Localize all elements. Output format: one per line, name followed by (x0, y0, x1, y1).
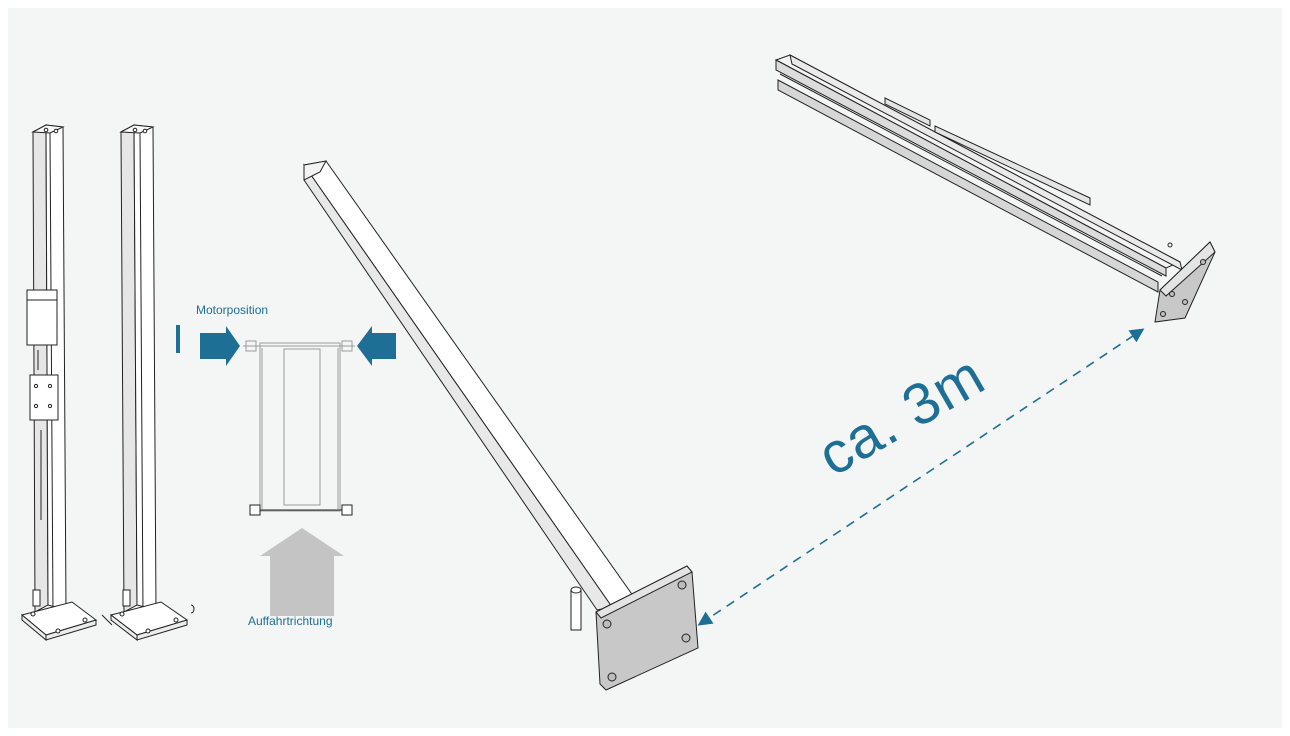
drive-direction-label: Auffahrtrichtung (248, 614, 333, 628)
rail-assembly (774, 54, 1216, 323)
post-left-plain (109, 124, 195, 642)
diagram-svg (20, 54, 1216, 691)
marker-bar (176, 325, 180, 353)
diagram-canvas: Motorposition Auffahrtrichtung ca. 3m (8, 8, 1282, 728)
platform-front-bar (249, 504, 353, 516)
platform-outline (243, 340, 355, 512)
drive-direction-arrow (260, 528, 344, 616)
motor-position-label: Motorposition (196, 303, 269, 317)
motor-position-plan (176, 325, 396, 616)
distance-dimension-line (697, 328, 1145, 626)
motor-arrow-left (200, 326, 240, 366)
post-large (303, 160, 699, 691)
post-left-with-brackets (20, 124, 113, 642)
motor-arrow-right (357, 326, 396, 366)
